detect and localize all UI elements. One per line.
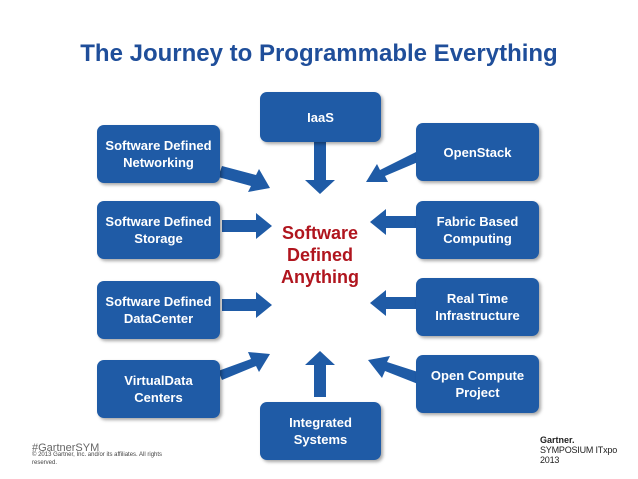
arrow-vdc [218, 352, 270, 380]
symposium-logo: SYMPOSIUM ITxpo 2013 [540, 445, 618, 465]
footer-copyright: © 2013 Gartner, Inc. and/or its affiliat… [32, 452, 163, 466]
arrow-fabric [370, 209, 418, 235]
arrow-sddc [222, 292, 272, 318]
arrow-realtime [370, 290, 418, 316]
box-virtual-data-centers: VirtualData Centers [97, 360, 220, 418]
box-software-defined-storage: Software Defined Storage [97, 201, 220, 259]
arrow-iaas [305, 142, 335, 194]
page-title: The Journey to Programmable Everything [80, 40, 558, 67]
center-label: Software Defined Anything [281, 223, 359, 287]
arrow-opencompute [368, 356, 418, 384]
gartner-logo: Gartner. [540, 435, 575, 445]
box-openstack: OpenStack [416, 123, 539, 181]
box-software-defined-datacenter: Software Defined DataCenter [97, 281, 220, 339]
box-iaas: IaaS [260, 92, 381, 142]
box-open-compute-project: Open Compute Project [416, 355, 539, 413]
arrow-integrated [305, 351, 335, 397]
box-fabric-based-computing: Fabric Based Computing [416, 201, 539, 259]
arrow-sdn [218, 166, 270, 192]
box-integrated-systems: Integrated Systems [260, 402, 381, 460]
footer-hashtag: #GartnerSYM [32, 442, 100, 454]
arrow-sds [222, 213, 272, 239]
box-real-time-infrastructure: Real Time Infrastructure [416, 278, 539, 336]
box-software-defined-networking: Software Defined Networking [97, 125, 220, 183]
arrow-openstack [366, 151, 418, 182]
